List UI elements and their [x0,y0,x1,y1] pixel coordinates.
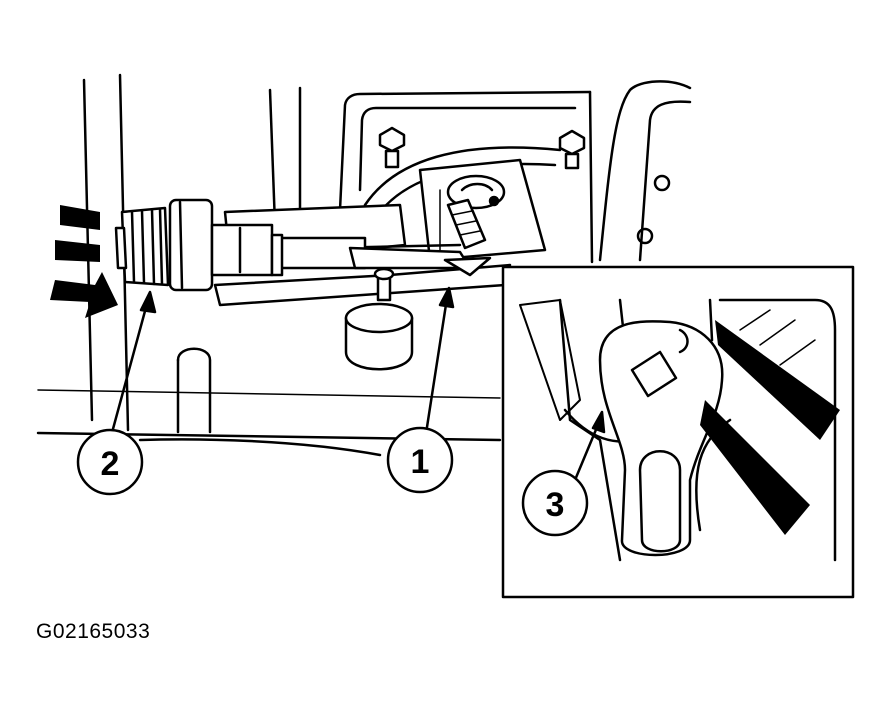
mounting-bolt-left [378,126,406,169]
alignment-mark [488,195,500,207]
figure-code: G02165033 [36,620,151,643]
leader-line [138,438,382,457]
callout-2: 2 [76,428,144,496]
housing-hole-upper [653,174,671,192]
tool-handle [114,198,284,292]
arrow-shape [715,320,840,440]
arrow-shape [60,205,100,230]
callout-3-label: 3 [546,486,565,524]
inset-detail [501,265,855,599]
arrow-shape [55,240,100,262]
mounting-bolt-right [558,129,586,170]
arrow-shape [700,400,810,535]
callout-3: 3 [521,469,589,537]
callout-1: 1 [386,426,454,494]
arrow-shape [50,272,118,318]
callout-1-label: 1 [411,443,430,481]
motion-arrows-left [50,205,118,318]
pivot-point [446,174,506,210]
housing-hole-lower [636,227,654,245]
housing [338,80,692,264]
leader-arrows [108,286,455,442]
lower-cap [344,267,414,371]
callout-2-label: 2 [101,445,120,483]
